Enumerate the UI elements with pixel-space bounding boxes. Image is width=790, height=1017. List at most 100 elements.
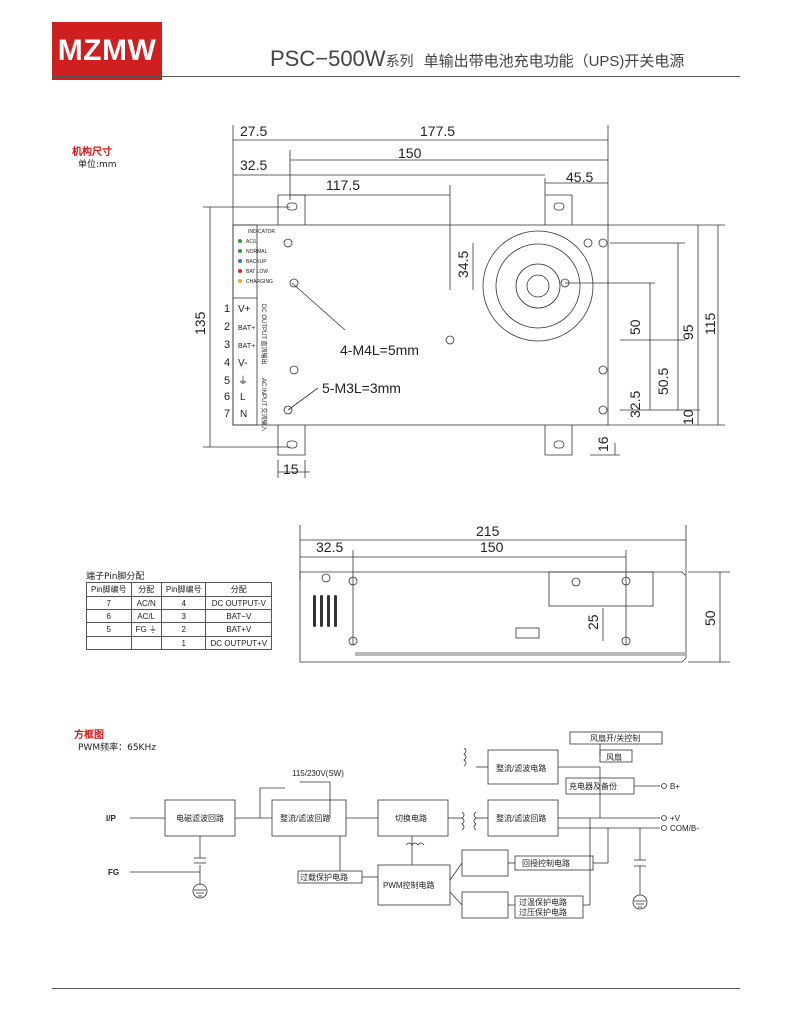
table-cell: DC OUTPUT+V — [205, 636, 273, 650]
side-dim-50: 50 — [702, 610, 718, 626]
footer-rule — [52, 988, 740, 989]
header-cell: Pin脚编号 — [160, 582, 207, 597]
indicator-item: BAT LOW — [246, 269, 268, 275]
fg-label: FG — [108, 868, 119, 877]
dim-117-5: 117.5 — [326, 177, 360, 193]
table-cell: BAT+V — [205, 622, 273, 637]
dim-15: 15 — [283, 461, 299, 477]
dim-115: 115 — [702, 312, 718, 335]
com-label: COM/B- — [670, 824, 699, 833]
dim-27-5: 27.5 — [240, 123, 267, 139]
indicator-title: INDICATOR — [248, 229, 275, 235]
table-cell — [86, 636, 132, 650]
b-plus-label: B+ — [670, 782, 680, 791]
table-cell — [130, 636, 162, 650]
led-batlow-indicator — [238, 269, 242, 273]
transformer-icon — [405, 747, 477, 846]
ac-input-label: AC INPUT 交流输入 — [260, 378, 268, 432]
side-dim-25: 25 — [585, 614, 601, 630]
model-name: PSC−500W — [270, 46, 386, 71]
header-cell: 分配 — [130, 582, 162, 597]
table-row: 6 AC/L 3 BAT−V — [86, 609, 273, 623]
table-cell: 4 — [160, 596, 207, 610]
header-rule — [52, 76, 740, 77]
dim-34-5: 34.5 — [455, 251, 471, 278]
product-description: 单输出带电池充电功能（UPS)开关电源 — [423, 53, 685, 70]
table-row: 5 FG ⏚ 2 BAT+V — [86, 622, 273, 637]
table-cell: FG ⏚ — [130, 622, 162, 637]
terminal-number: 7 — [224, 408, 230, 420]
housing-outline — [232, 224, 609, 426]
pin-assignment-table: Pin脚编号 分配 Pin脚编号 分配 7 AC/N 4 DC OUTPUT-V… — [86, 582, 273, 650]
fan-control-block — [569, 731, 663, 745]
dim-32-5-right: 32.5 — [627, 391, 643, 418]
table-cell: 5 — [86, 622, 132, 637]
label-m4-holes: 4-M4L=5mm — [340, 342, 419, 358]
block-section-title: 方框图 — [74, 730, 104, 741]
rect3-label: 整流/滤波回路 — [496, 813, 546, 823]
table-cell: 7 — [86, 596, 132, 610]
terminal-label: V+ — [238, 304, 251, 315]
ground-icon — [192, 883, 648, 910]
dim-10: 10 — [680, 409, 696, 425]
dim-16: 16 — [595, 436, 611, 452]
terminal-number: 4 — [224, 357, 230, 369]
header-cell: Pin脚编号 — [86, 582, 132, 597]
block-diagram: I/P FG 电磁滤波回路 整流/滤波回路 切换电路 整流/滤波电路 整流/滤波… — [106, 731, 699, 919]
dim-177-5: 177.5 — [420, 123, 455, 139]
mech-section-title: 机构尺寸 — [72, 147, 112, 158]
label-m3-holes: 5-M3L=3mm — [322, 380, 401, 396]
header-cell: 分配 — [205, 582, 273, 597]
terminal-label: N — [240, 409, 247, 420]
pwm-frequency-note: PWM频率：65KHz — [78, 743, 156, 753]
dim-150: 150 — [398, 145, 422, 161]
ocp-label: 过载保护电路 — [300, 872, 348, 882]
feedback-label: 回授控制电路 — [522, 858, 570, 868]
side-view-drawing: 215 32.5 150 25 50 — [299, 523, 730, 663]
otp-label: 过温保护电路 — [519, 897, 567, 907]
charger-label: 充电器及备份 — [569, 781, 617, 791]
emi-label: 电磁滤波回路 — [176, 813, 224, 823]
led-normal-indicator — [238, 249, 242, 253]
side-dim-32-5: 32.5 — [316, 539, 343, 555]
dim-45-5: 45.5 — [566, 169, 593, 185]
page-title: PSC−500W系列单输出带电池充电功能（UPS)开关电源 — [270, 46, 684, 72]
dim-95: 95 — [680, 324, 696, 340]
indicator-item: BACKUP — [246, 259, 267, 265]
dim-50: 50 — [627, 319, 643, 335]
table-row: 7 AC/N 4 DC OUTPUT-V — [86, 596, 273, 610]
optocoupler-lower — [461, 891, 509, 919]
indicator-item: NORMAL — [246, 249, 268, 255]
housing-side-outline — [299, 571, 687, 663]
dc-output-label: DC OUTPUT 直流输出 — [260, 304, 268, 365]
terminal-number: 5 — [224, 375, 230, 387]
series-label: 系列 — [385, 53, 414, 69]
v-plus-label: +V — [670, 814, 681, 823]
terminal-label: BAT+ — [238, 343, 255, 350]
terminal-label: BAT+ — [238, 325, 255, 332]
dim-50-5: 50.5 — [655, 368, 671, 395]
pwm-label: PWM控制电路 — [383, 880, 435, 890]
dim-215: 215 — [476, 523, 500, 539]
unit-note: 单位:mm — [78, 160, 117, 170]
dim-32-5: 32.5 — [240, 157, 267, 173]
table-cell: BAT−V — [205, 609, 273, 623]
switch-label: 切换电路 — [395, 813, 427, 823]
table-cell: AC/L — [130, 609, 162, 623]
ovp-label: 过压保护电路 — [519, 907, 567, 917]
indicator-item: AC/L — [246, 239, 257, 245]
terminal-label: ⏚ — [238, 375, 248, 387]
fan-label: 风扇 — [606, 752, 622, 762]
terminal-label: L — [240, 392, 246, 403]
top-view-drawing: 27.5 177.5 32.5 150 117.5 45.5 4-M4L=5mm… — [192, 123, 725, 478]
pin-table-caption: 端子Pin脚分配 — [86, 572, 145, 582]
table-header-row: Pin脚编号 分配 Pin脚编号 分配 — [86, 582, 273, 597]
table-cell: 2 — [160, 622, 207, 637]
table-row: 1 DC OUTPUT+V — [86, 636, 273, 650]
rect1-label: 整流/滤波回路 — [280, 813, 330, 823]
led-ac-indicator — [238, 239, 242, 243]
terminal-label: V- — [238, 358, 247, 369]
table-cell: 1 — [160, 636, 207, 650]
side-dim-150: 150 — [480, 539, 504, 555]
terminal-number: 3 — [224, 339, 230, 351]
